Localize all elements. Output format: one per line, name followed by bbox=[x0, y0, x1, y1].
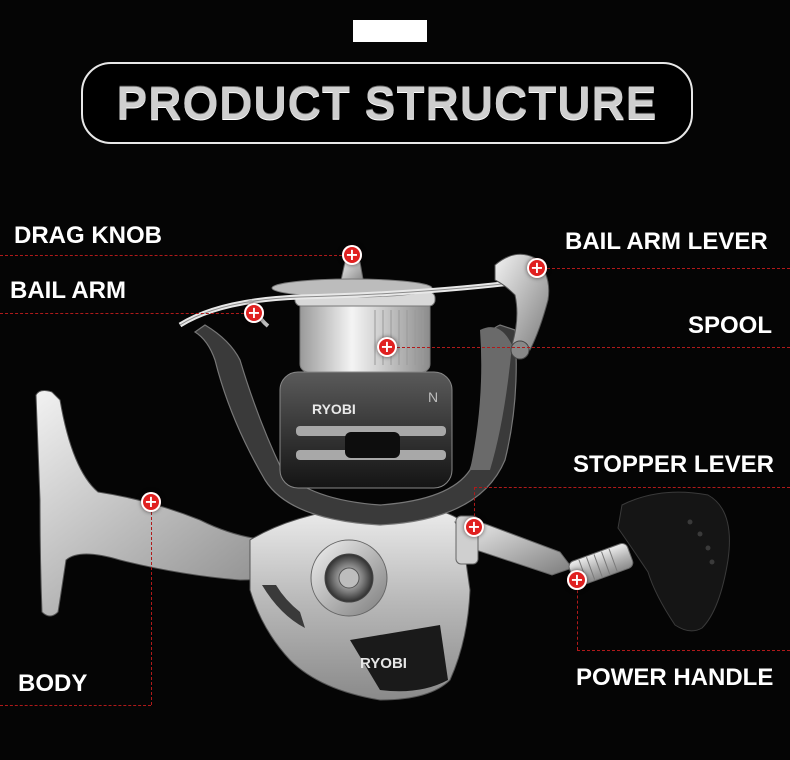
leader-stopper-lever-h bbox=[474, 487, 790, 488]
leader-power-handle-h bbox=[577, 650, 790, 651]
label-bail-arm: BAIL ARM bbox=[10, 277, 126, 304]
marker-drag-knob: + bbox=[342, 245, 362, 265]
spool-brand-logo: RYOBI bbox=[312, 401, 356, 417]
marker-bail-arm: + bbox=[244, 303, 264, 323]
marker-power-handle: + bbox=[567, 570, 587, 590]
body-brand-logo: RYOBI bbox=[360, 655, 407, 672]
top-tab-marker bbox=[353, 20, 427, 42]
label-bail-arm-lever: BAIL ARM LEVER bbox=[565, 228, 768, 255]
leader-power-handle-v bbox=[577, 580, 578, 650]
marker-stopper-lever: + bbox=[464, 517, 484, 537]
leader-body-h bbox=[0, 705, 151, 706]
leader-stopper-lever-v bbox=[474, 487, 475, 527]
page-title: PRODUCT STRUCTURE bbox=[116, 77, 658, 129]
label-power-handle: POWER HANDLE bbox=[576, 664, 774, 691]
marker-bail-arm-lever: + bbox=[527, 258, 547, 278]
label-drag-knob: DRAG KNOB bbox=[14, 222, 162, 249]
reel-body: RYOBI bbox=[249, 504, 471, 701]
label-body: BODY bbox=[18, 670, 88, 697]
leader-spool bbox=[387, 347, 790, 348]
bail-arm-lever-part bbox=[494, 253, 550, 360]
leader-body-v bbox=[151, 502, 152, 705]
leader-bail-arm bbox=[0, 313, 254, 314]
title-banner: PRODUCT STRUCTURE bbox=[81, 62, 693, 144]
label-spool: SPOOL bbox=[688, 312, 773, 339]
spool-model-mark: N bbox=[428, 389, 438, 405]
leader-drag-knob bbox=[0, 255, 352, 256]
leader-bail-arm-lever bbox=[537, 268, 790, 269]
reel-spool: RYOBI N bbox=[279, 291, 453, 489]
marker-spool: + bbox=[377, 337, 397, 357]
marker-body: + bbox=[141, 492, 161, 512]
label-stopper-lever: STOPPER LEVER bbox=[573, 451, 774, 478]
power-handle-part bbox=[454, 491, 730, 632]
